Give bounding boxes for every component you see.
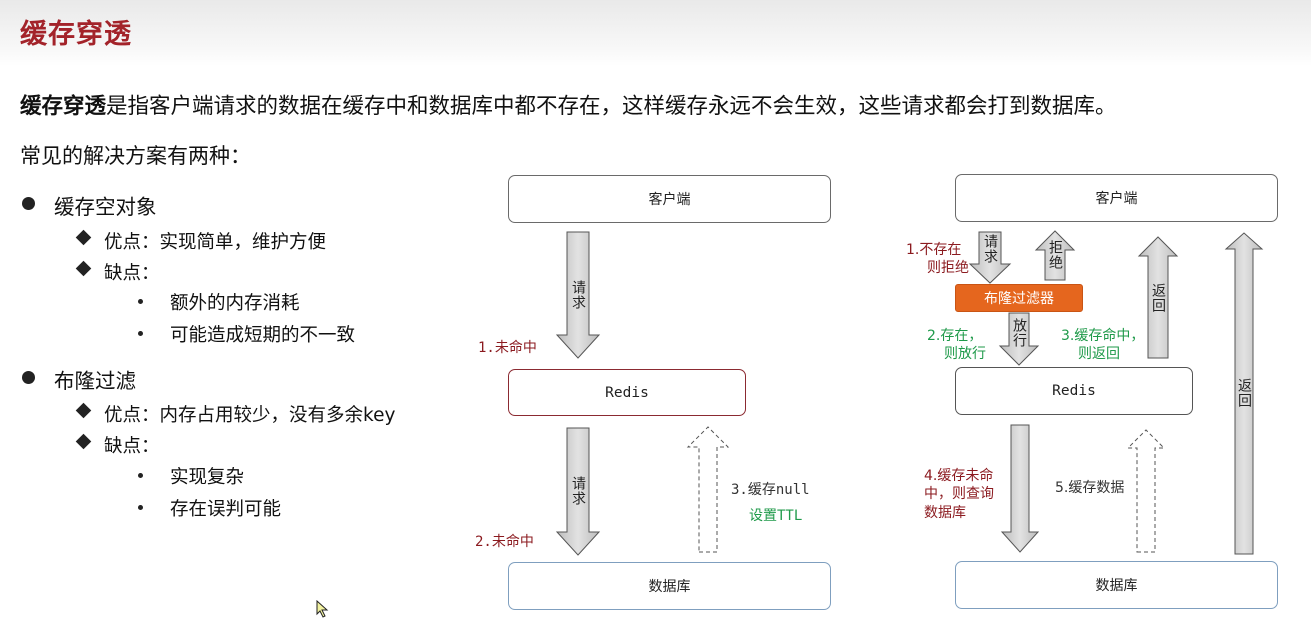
right-query-arrow: [1000, 424, 1040, 553]
pros-text: 实现简单，维护方便: [159, 232, 327, 253]
right-not-exist-label-1: 1.不存在: [906, 242, 962, 258]
small-dot-icon: [138, 473, 143, 478]
left-request-arrow-2: [555, 427, 601, 556]
right-return-arrow-2: [1224, 232, 1264, 555]
solution-2-con-2: 存在误判可能: [138, 495, 282, 521]
mouse-cursor-icon: [316, 600, 329, 618]
left-redis-box: Redis: [508, 369, 746, 416]
right-reject-label: 拒绝: [1047, 240, 1063, 270]
right-exist-label-2: 则放行: [944, 346, 986, 362]
pros-label: 优点：: [104, 405, 160, 426]
definition-term: 缓存穿透: [20, 94, 107, 119]
right-client-box: 客户端: [955, 174, 1278, 222]
right-return-arrow-1: [1137, 236, 1179, 359]
right-hit-label-2: 则返回: [1078, 346, 1120, 362]
right-reject-arrow: [1034, 230, 1076, 281]
header-band: [0, 0, 1311, 66]
right-miss-label-1: 4.缓存未命: [924, 468, 994, 484]
right-cache-data-arrow: [1126, 429, 1166, 553]
right-not-exist-label-2: 则拒绝: [927, 260, 969, 276]
bullet-dot-icon: [22, 197, 35, 210]
right-request-arrow: [968, 231, 1012, 284]
right-request-label: 请求: [982, 234, 998, 264]
solutions-intro: 常见的解决方案有两种：: [20, 144, 251, 168]
right-redis-box: Redis: [955, 367, 1193, 415]
solution-1-pros: 优点：实现简单，维护方便: [75, 228, 327, 254]
left-request-label-1: 请求: [570, 280, 586, 310]
right-hit-label-1: 3.缓存命中，: [1061, 328, 1145, 344]
solution-1-cons: 缺点：: [75, 259, 160, 285]
solution-1-name: 缓存空对象: [54, 195, 157, 219]
right-cache-data-label: 5.缓存数据: [1055, 480, 1125, 496]
definition-body: 是指客户端请求的数据在缓存中和数据库中都不存在，这样缓存永远不会生效，这些请求都…: [106, 94, 1117, 119]
con-text: 实现复杂: [170, 467, 245, 488]
small-dot-icon: [138, 331, 143, 336]
right-return-label-1: 返回: [1150, 283, 1166, 313]
left-miss-label-1: 1.未命中: [478, 340, 537, 356]
bullet-dot-icon: [22, 371, 35, 384]
left-set-ttl-label: 设置TTL: [749, 508, 803, 524]
con-text: 可能造成短期的不一致: [170, 325, 356, 346]
cons-label: 缺点：: [104, 436, 160, 457]
cons-label: 缺点：: [104, 263, 160, 284]
con-text: 存在误判可能: [170, 499, 282, 520]
left-request-arrow-1: [555, 231, 601, 359]
small-dot-icon: [138, 299, 143, 304]
con-text: 额外的内存消耗: [170, 293, 300, 314]
left-cache-null-arrow: [686, 426, 730, 553]
right-miss-label-2: 中，则查询: [924, 486, 994, 502]
solution-2-item: 布隆过滤: [22, 364, 136, 394]
pros-text: 内存占用较少，没有多余key: [159, 405, 396, 426]
small-dot-icon: [138, 505, 143, 510]
solution-2-name: 布隆过滤: [54, 369, 136, 393]
right-exist-label-1: 2.存在，: [927, 328, 983, 344]
solution-1-con-2: 可能造成短期的不一致: [138, 321, 356, 347]
solution-1-item: 缓存空对象: [22, 190, 157, 220]
right-pass-label: 放行: [1011, 318, 1027, 348]
page-title: 缓存穿透: [20, 19, 132, 50]
right-return-label-2: 返回: [1236, 378, 1252, 408]
pros-label: 优点：: [104, 232, 160, 253]
left-client-box: 客户端: [508, 175, 831, 223]
solution-1-con-1: 额外的内存消耗: [138, 289, 300, 315]
right-db-box: 数据库: [955, 561, 1278, 609]
left-request-label-2: 请求: [570, 476, 586, 506]
right-pass-arrow: [998, 312, 1040, 366]
solution-2-pros: 优点：内存占用较少，没有多余key: [75, 401, 396, 427]
right-miss-label-3: 数据库: [924, 505, 966, 521]
solution-2-con-1: 实现复杂: [138, 463, 245, 489]
left-cache-null-label: 3.缓存null: [731, 482, 810, 498]
bloom-filter-box: 布隆过滤器: [955, 284, 1083, 312]
solution-2-cons: 缺点：: [75, 432, 160, 458]
left-db-box: 数据库: [508, 562, 831, 610]
definition-text: 缓存穿透是指客户端请求的数据在缓存中和数据库中都不存在，这样缓存永远不会生效，这…: [20, 89, 1117, 120]
left-miss-label-2: 2.未命中: [475, 534, 534, 550]
